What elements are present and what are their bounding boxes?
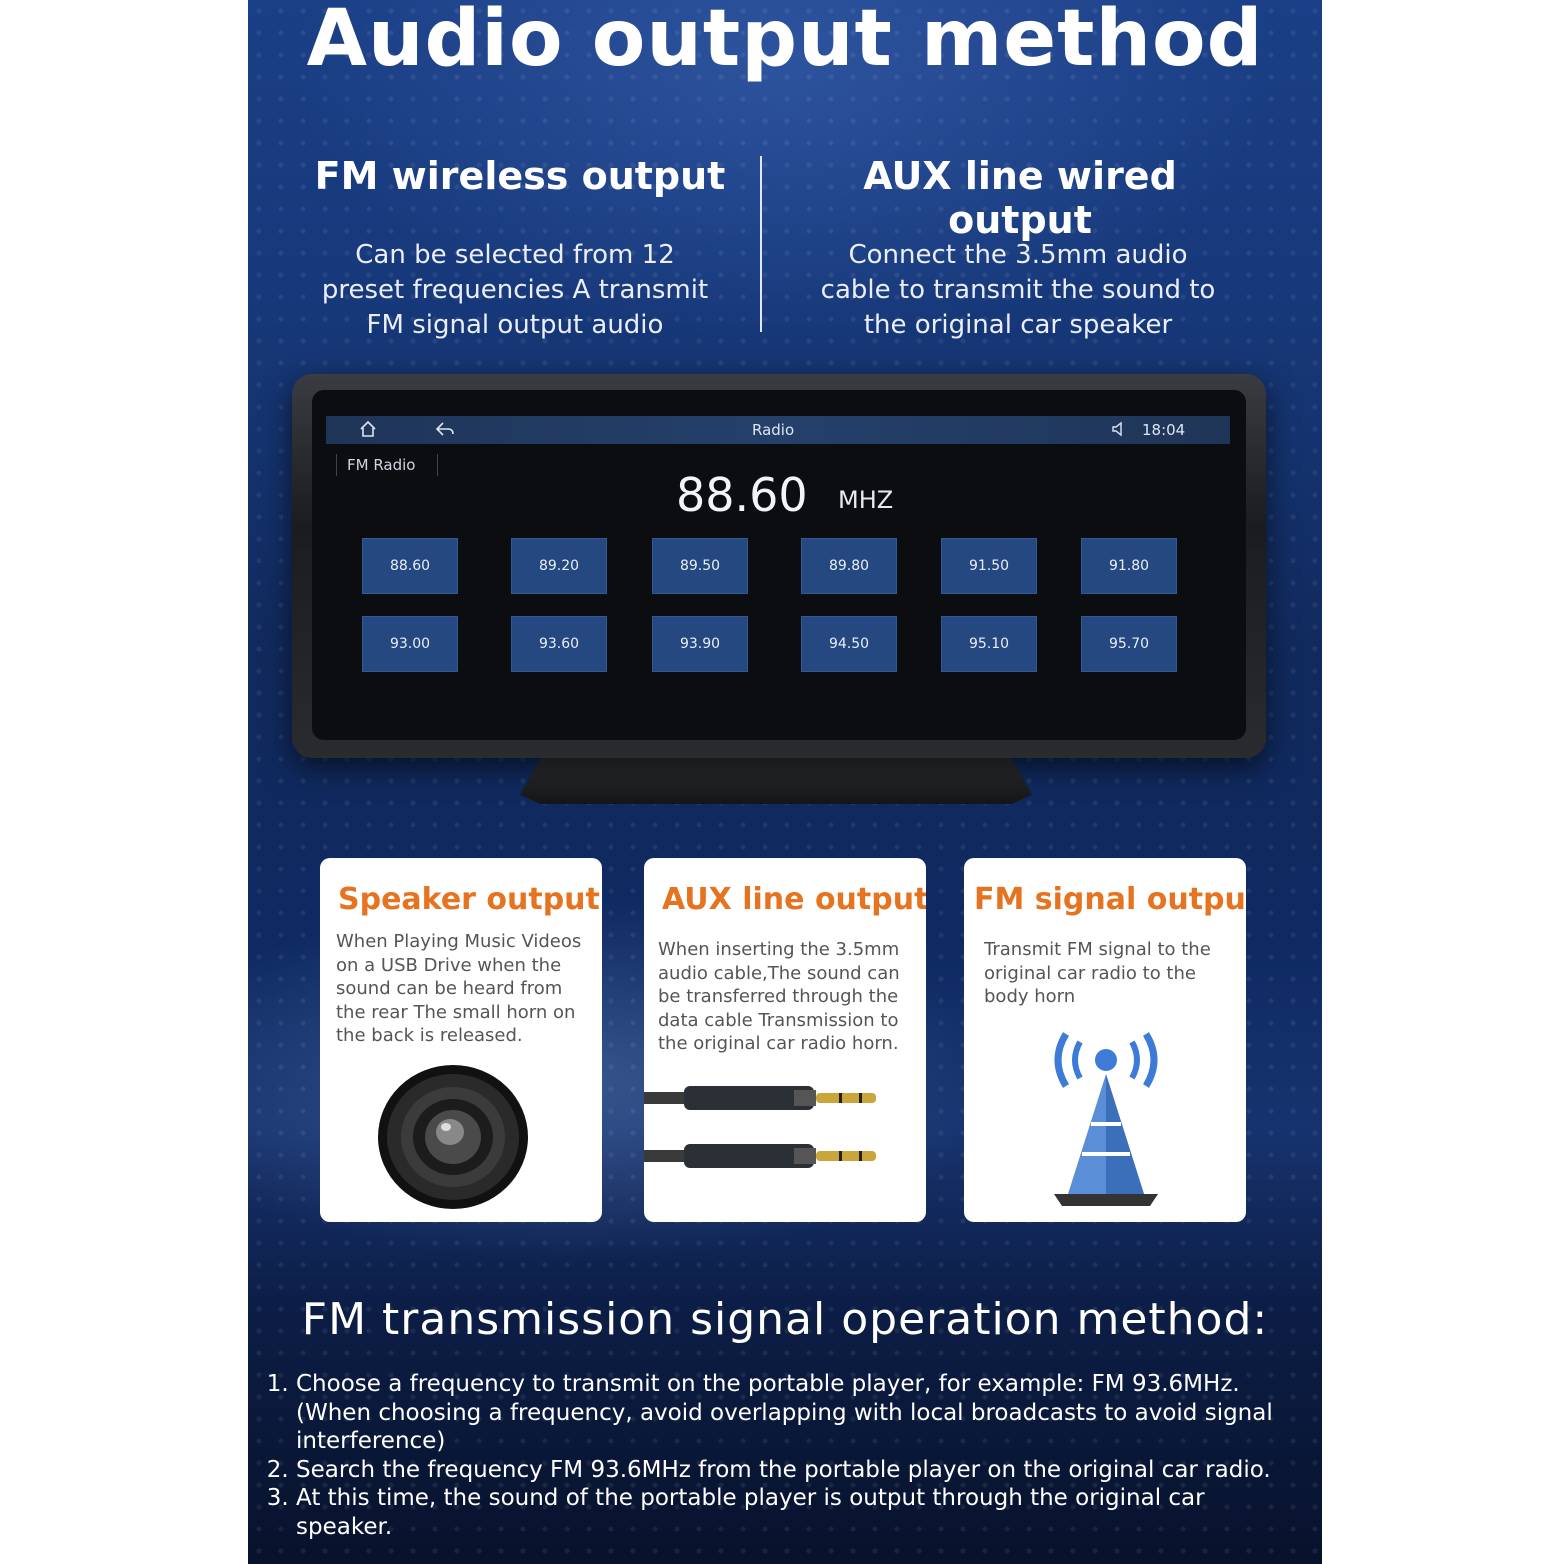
aux-wired-description: Connect the 3.5mm audio cable to transmi… [793,238,1243,343]
preset-button[interactable]: 94.50 [801,616,897,672]
preset-button[interactable]: 95.10 [941,616,1037,672]
desc-line: Can be selected from 12 [355,240,675,270]
card-line: body horn [984,986,1076,1007]
card-title: AUX line output [662,882,926,917]
desc-line: Connect the 3.5mm audio [848,240,1188,270]
desc-line: FM signal output audio [366,310,664,340]
step-item: Search the frequency FM 93.6MHz from the… [296,1456,1322,1485]
card-fm-signal-output: FM signal output Transmit FM signal to t… [964,858,1246,1222]
card-line: the rear The small horn on [336,1001,576,1023]
status-title: Radio [752,421,795,439]
device-stand [520,758,1032,804]
card-line: original car radio to the [984,962,1196,984]
step-line: Search the frequency FM 93.6MHz from the… [296,1456,1271,1483]
step-line: (When choosing a frequency, avoid overla… [296,1399,1273,1426]
step-line: At this time, the sound of the portable … [296,1485,1205,1511]
page-title: Audio output method [306,0,1264,84]
card-line: data cable Transmission to [658,1009,899,1031]
preset-button[interactable]: 91.80 [1081,538,1177,594]
current-frequency: 88.60 [676,468,808,522]
tab-fm-radio[interactable]: FM Radio [336,454,438,476]
step-item: Choose a frequency to transmit on the po… [296,1370,1322,1456]
car-display-device: Radio 18:04 FM Radio 88.60 MHZ 88.60 89.2… [292,374,1266,758]
aux-wired-title: AUX line wired output [863,154,1177,242]
card-title: FM signal output [974,882,1246,917]
card-line: sound can be heard from [336,978,563,999]
home-icon[interactable] [358,419,378,443]
card-line: the original car radio horn. [658,1033,899,1054]
desc-line: the original car speaker [863,310,1173,340]
preset-button[interactable]: 93.00 [362,616,458,672]
desc-line: preset frequencies A transmit [321,275,709,305]
status-time: 18:04 [1142,421,1186,439]
operation-title: FM transmission signal operation method: [301,1294,1269,1345]
speaker-icon [376,1062,530,1216]
fm-wireless-title: FM wireless output [314,154,726,198]
card-aux-line-output: AUX line output When inserting the 3.5mm… [644,858,926,1222]
card-line: the back is released. [336,1025,523,1046]
desc-line: cable to transmit the sound to [820,275,1216,305]
product-poster: Audio output method FM wireless output C… [248,0,1322,1564]
card-line: audio cable,The sound can [658,962,900,984]
back-icon[interactable] [434,419,456,443]
volume-icon[interactable] [1110,420,1126,442]
card-line: on a USB Drive when the [336,954,562,976]
frequency-unit: MHZ [838,486,894,514]
preset-button[interactable]: 89.20 [511,538,607,594]
antenna-icon [1046,1024,1166,1218]
fm-wireless-description: Can be selected from 12 preset frequenci… [300,238,730,343]
operation-steps: Choose a frequency to transmit on the po… [268,1370,1322,1541]
card-line: When inserting the 3.5mm [658,939,900,960]
card-line: Transmit FM signal to the [984,939,1211,960]
step-line: speaker. [296,1513,393,1540]
status-bar: Radio 18:04 [326,416,1230,444]
card-text: When inserting the 3.5mm audio cable,The… [658,938,924,1056]
preset-button[interactable]: 89.50 [652,538,748,594]
step-line: Choose a frequency to transmit on the po… [296,1371,1240,1397]
card-line: When Playing Music Videos [336,931,582,952]
preset-button[interactable]: 91.50 [941,538,1037,594]
tab-fm-radio-label: FM Radio [347,456,416,474]
column-divider [760,156,762,332]
card-text: When Playing Music Videos on a USB Drive… [336,930,598,1048]
preset-button[interactable]: 93.90 [652,616,748,672]
step-item: At this time, the sound of the portable … [296,1484,1322,1541]
card-line: be transferred through the [658,986,899,1007]
card-speaker-output: Speaker output When Playing Music Videos… [320,858,602,1222]
aux-cable-icon [644,1080,926,1184]
preset-button[interactable]: 95.70 [1081,616,1177,672]
step-line: interference) [296,1428,446,1454]
device-screen: Radio 18:04 FM Radio 88.60 MHZ 88.60 89.2… [312,390,1246,740]
card-title: Speaker output [338,882,600,917]
preset-button[interactable]: 93.60 [511,616,607,672]
card-text: Transmit FM signal to the original car r… [984,938,1240,1009]
preset-button[interactable]: 89.80 [801,538,897,594]
preset-button[interactable]: 88.60 [362,538,458,594]
